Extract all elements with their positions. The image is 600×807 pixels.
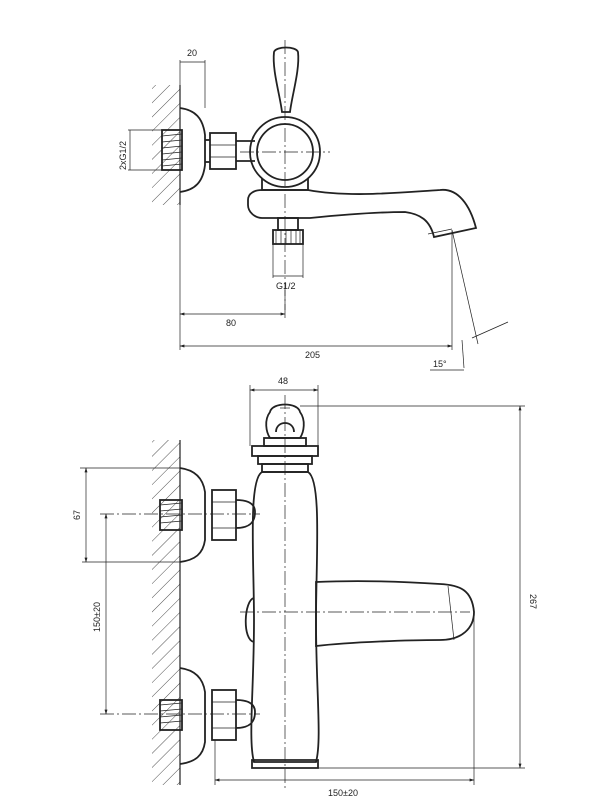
top-view: 20 2xG1/2 G1/2 80 205 15°: [118, 40, 509, 371]
rosette-top: [179, 107, 206, 193]
dim-inlet-height: 67: [72, 510, 82, 520]
dim-spout-angle: 15°: [433, 359, 447, 369]
dim-wall-offset: 20: [187, 48, 197, 58]
hex-nut-top: [209, 132, 237, 170]
upper-inlet: [159, 467, 256, 563]
dim-bottom-spacing: 150±20: [328, 788, 358, 798]
wall-hatch-front: [152, 440, 180, 785]
dim-to-outlet: 80: [226, 318, 236, 328]
dim-inlet-spacing: 150±20: [92, 602, 102, 632]
spout-front: [315, 580, 475, 648]
dim-inlet-thread: 2xG1/2: [118, 141, 128, 170]
dim-body-width: 48: [278, 376, 288, 386]
lower-inlet: [159, 667, 256, 765]
front-view: 48 67 150±20 267 150±20: [72, 376, 538, 798]
wall-hatch-top: [152, 85, 180, 205]
valve-body-front: [250, 471, 320, 763]
dim-total-height: 267: [528, 594, 538, 609]
handle-lever-top: [272, 46, 300, 113]
outlet-top: [277, 217, 299, 231]
inlet-nipple-top: [161, 129, 183, 171]
dim-total-depth: 205: [305, 350, 320, 360]
dim-outlet-thread: G1/2: [276, 281, 296, 291]
